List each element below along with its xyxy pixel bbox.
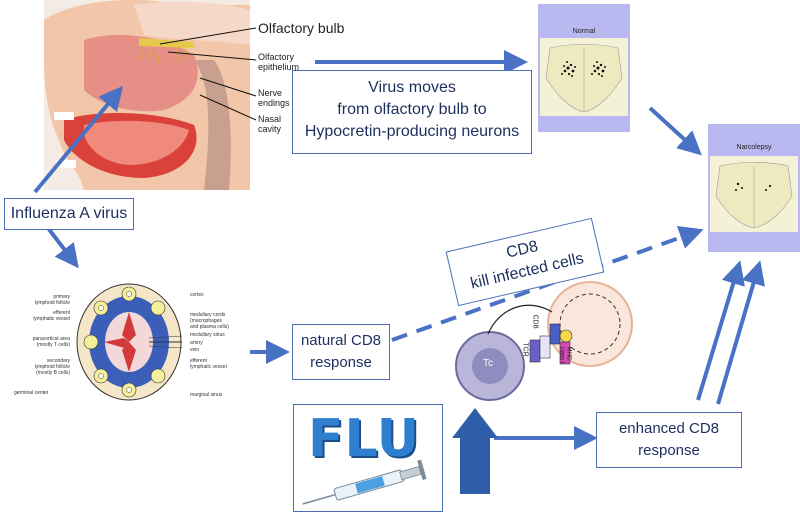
tcr-label: TCR xyxy=(521,342,529,357)
tcell-interaction-image xyxy=(455,281,633,401)
arrow-enhanced-to-narcolepsy-1 xyxy=(696,260,745,401)
cortex-label: cortex xyxy=(190,292,204,298)
tc-label: Tc xyxy=(483,358,493,369)
arrow-normal-to-narcolepsy xyxy=(648,106,702,156)
natural-cd8-box: natural CD8 response xyxy=(292,324,390,380)
paracortical-label: paracortical area (mostly T cells) xyxy=(32,336,70,348)
flu-text: FLU xyxy=(308,409,421,469)
mhc-label: MHC class I xyxy=(558,346,572,364)
germinal-center-label: germinal center xyxy=(14,390,49,396)
enhanced-cd8-box: enhanced CD8 response xyxy=(596,412,742,468)
nerve-endings-label: Nerve endings xyxy=(258,88,290,108)
secondary-follicle-label: secondary lymphoid follicle (mostly B ce… xyxy=(34,358,70,376)
olfactory-epithelium-label: Olfactory epithelium xyxy=(258,52,300,72)
syringe-icon xyxy=(302,459,427,505)
marginal-sinus-label: marginal sinus xyxy=(190,392,223,398)
flu-vaccine-image: FLU xyxy=(293,404,443,512)
normal-brain-panel: Normal xyxy=(538,4,630,132)
olfactory-bulb-label: Olfactory bulb xyxy=(258,20,345,36)
efferent-lymph-label: efferent lymphatic vessel xyxy=(190,358,227,370)
cd8-cell-label: CD8 xyxy=(531,314,539,329)
narcolepsy-brain-panel: Narcolepsy xyxy=(708,124,800,252)
narcolepsy-brain-section-image xyxy=(710,156,798,232)
head-anatomy-illustration xyxy=(44,0,250,190)
artery-label: artery xyxy=(190,340,203,346)
virus-moves-box: Virus moves from olfactory bulb to Hypoc… xyxy=(292,70,532,154)
vein-label: vein xyxy=(190,347,200,353)
arrow-influenza-to-lymph xyxy=(46,226,79,269)
arrow-influenza-to-nose xyxy=(33,85,124,194)
medullary-sinus-label: medullary sinus xyxy=(190,332,225,338)
efferent-vessel-left-label: efferent lymphatic vessel xyxy=(33,310,70,322)
narcolepsy-panel-title: Narcolepsy xyxy=(736,144,772,151)
lymph-node-image xyxy=(76,283,183,401)
nasal-cavity-label: Nasal cavity xyxy=(258,114,282,134)
arrow-enhanced-to-narcolepsy-2 xyxy=(716,260,765,405)
medullary-cords-label: medullary cords (macrophages and plasma … xyxy=(190,312,229,330)
influenza-box: Influenza A virus xyxy=(4,198,134,230)
normal-panel-title: Normal xyxy=(572,28,596,35)
lymph-node-diagram: primary lymphoid follicle efferent lymph… xyxy=(14,280,240,408)
primary-follicle-label: primary lymphoid follicle xyxy=(34,294,70,306)
big-up-arrow xyxy=(452,408,498,494)
normal-brain-section-image xyxy=(540,38,628,116)
